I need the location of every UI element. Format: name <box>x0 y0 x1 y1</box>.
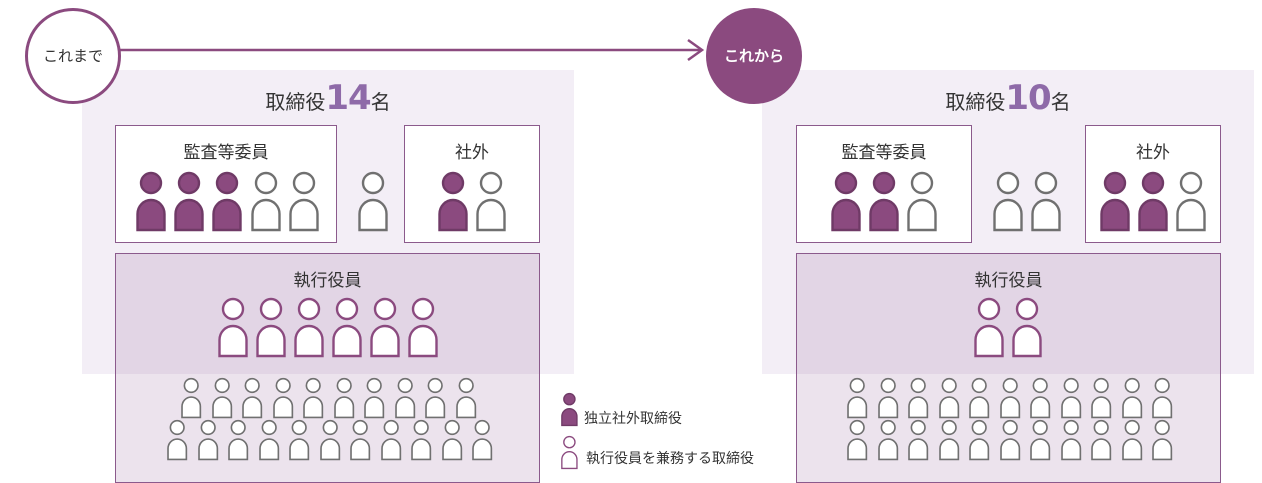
right-executive-director-icon <box>974 297 1004 358</box>
left-executive-director-icon <box>370 297 400 358</box>
left-board-title-suffix: 名 <box>370 90 391 114</box>
left-executive-officer-icon <box>350 419 371 461</box>
left-executive-director-icon <box>218 297 248 358</box>
after-circle-label: これから <box>723 47 784 65</box>
right-executive-officer-icon <box>1091 377 1112 419</box>
left-executive-officer-icon <box>394 377 415 419</box>
left-executive-officer-icon <box>411 419 432 461</box>
left-audit-independent-director-icon <box>174 171 204 232</box>
right-outside-independent-director-icon <box>1138 171 1168 232</box>
left-executive-officer-icon <box>303 377 324 419</box>
left-executive-director-icon <box>294 297 324 358</box>
left-audit-independent-director-icon <box>136 171 166 232</box>
right-executive-officer-icon <box>877 419 898 461</box>
right-executive-officer-icon <box>999 377 1020 419</box>
right-internal-director-icon <box>993 171 1023 232</box>
right-executive-officer-icon <box>908 419 929 461</box>
right-executive-officer-icon <box>847 377 868 419</box>
right-executive-officer-icon <box>877 377 898 419</box>
right-audit-independent-director-icon <box>831 171 861 232</box>
right-audit-committee-label: 監査等委員 <box>841 143 927 163</box>
right-executive-officer-icon <box>1152 419 1173 461</box>
right-board-title-suffix: 名 <box>1050 90 1071 114</box>
left-executive-officer-icon <box>441 419 462 461</box>
left-executive-officer-icon <box>364 377 385 419</box>
transition-arrow <box>118 38 705 62</box>
right-audit-independent-director-icon <box>869 171 899 232</box>
left-outside-label: 社外 <box>455 143 489 163</box>
right-executive-officer-icon <box>1030 377 1051 419</box>
left-executive-officer-icon <box>289 419 310 461</box>
left-executive-director-icon <box>408 297 438 358</box>
left-executive-label: 執行役員 <box>293 271 362 291</box>
left-executive-officer-icon <box>228 419 249 461</box>
left-executive-officer-icon <box>319 419 340 461</box>
right-executive-director-icon <box>1012 297 1042 358</box>
left-executive-officer-icon <box>455 377 476 419</box>
right-board-count: 10 <box>1005 78 1051 118</box>
legend-executive-director-text: 執行役員を兼務する取締役 <box>586 451 754 467</box>
right-internal-director-icon <box>1031 171 1061 232</box>
right-outside-label: 社外 <box>1136 143 1170 163</box>
right-executive-officer-icon <box>1030 419 1051 461</box>
left-board-title-prefix: 取締役 <box>265 90 326 114</box>
left-internal-director-icon <box>358 171 388 232</box>
left-outside-independent-director-icon <box>438 171 468 232</box>
left-executive-officer-icon <box>333 377 354 419</box>
right-executive-officer-icon <box>847 419 868 461</box>
right-executive-label: 執行役員 <box>974 271 1043 291</box>
right-executive-officer-icon <box>1121 419 1142 461</box>
left-executive-director-icon <box>256 297 286 358</box>
legend-independent-outside-director-icon <box>561 392 578 427</box>
left-outside-box: 社外 <box>404 125 540 243</box>
left-executive-director-icon <box>332 297 362 358</box>
right-executive-officer-icon <box>938 419 959 461</box>
before-circle: これまで <box>25 8 121 104</box>
left-audit-director-icon <box>289 171 319 232</box>
right-executive-officer-icon <box>1152 377 1173 419</box>
right-audit-director-icon <box>907 171 937 232</box>
left-board-count: 14 <box>325 78 371 118</box>
left-executive-officer-icon <box>425 377 446 419</box>
right-board-title-prefix: 取締役 <box>945 90 1006 114</box>
left-executive-officer-icon <box>211 377 232 419</box>
left-executive-officer-icon <box>167 419 188 461</box>
right-executive-officer-icon <box>908 377 929 419</box>
left-audit-committee-label: 監査等委員 <box>183 143 269 163</box>
after-circle: これから <box>706 8 802 104</box>
left-audit-director-icon <box>251 171 281 232</box>
before-circle-label: これまで <box>42 47 103 65</box>
left-executive-officer-icon <box>472 419 493 461</box>
left-executive-officer-icon <box>258 419 279 461</box>
legend-independent-outside-director-text: 独立社外取締役 <box>584 411 682 427</box>
left-outside-director-icon <box>476 171 506 232</box>
right-executive-officer-icon <box>1060 377 1081 419</box>
right-board-title: 取締役10名 <box>762 78 1254 128</box>
right-executive-officer-icon <box>969 377 990 419</box>
left-executive-officer-icon <box>242 377 263 419</box>
right-executive-officer-icon <box>1091 419 1112 461</box>
legend-executive-director-icon <box>561 435 578 470</box>
right-executive-officer-icon <box>969 419 990 461</box>
right-outside-director-icon <box>1176 171 1206 232</box>
left-executive-officer-icon <box>181 377 202 419</box>
right-outside-independent-director-icon <box>1100 171 1130 232</box>
left-executive-officer-icon <box>197 419 218 461</box>
left-executive-officer-icon <box>380 419 401 461</box>
right-executive-officer-icon <box>999 419 1020 461</box>
right-executive-officer-icon <box>938 377 959 419</box>
right-executive-officer-icon <box>1060 419 1081 461</box>
left-audit-independent-director-icon <box>212 171 242 232</box>
left-executive-officer-icon <box>272 377 293 419</box>
right-executive-officer-icon <box>1121 377 1142 419</box>
left-board-title: 取締役14名 <box>82 78 574 128</box>
